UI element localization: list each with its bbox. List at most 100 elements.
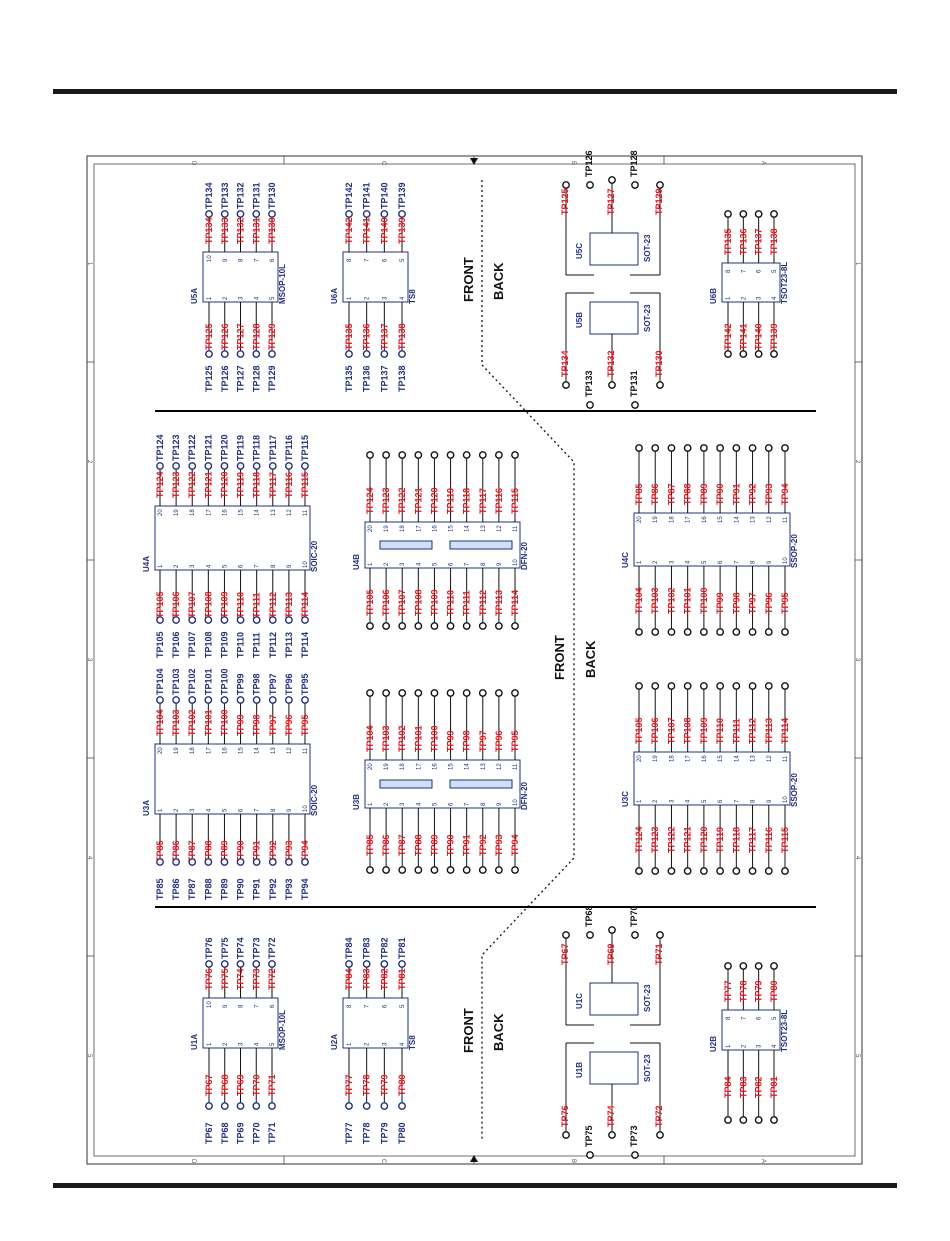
net-label-black: TP133 <box>584 370 594 397</box>
pin-number: 14 <box>734 516 740 523</box>
pin-number: 15 <box>449 525 455 532</box>
pin-number: 8 <box>239 258 245 262</box>
net-label-blue: TP119 <box>236 435 246 461</box>
net-label-blue: TP83 <box>362 937 372 959</box>
pin-number: 4 <box>416 802 422 806</box>
net-label-red: TP73 <box>251 968 261 990</box>
test-point <box>635 628 643 636</box>
test-point <box>398 689 407 697</box>
chip-package: TSOT23-8L <box>780 1010 789 1052</box>
test-point-blue <box>252 696 261 704</box>
pin-number: 1 <box>207 296 213 300</box>
net-label-red: TP86 <box>650 483 660 505</box>
test-point-blue <box>205 1102 213 1110</box>
chip-package: SSOP-20 <box>790 773 799 807</box>
net-label-red: TP90 <box>236 840 246 862</box>
pin-number: 10 <box>207 255 213 262</box>
net-label-red: TP122 <box>187 471 197 498</box>
pin-number: 20 <box>637 516 643 523</box>
pin-number: 19 <box>384 525 390 532</box>
pin-number: 6 <box>239 564 245 568</box>
border-marker: 1 <box>86 262 92 266</box>
pin-number: 6 <box>449 562 455 566</box>
net-label-red: TP114 <box>300 592 310 618</box>
net-label-red: TP125 <box>560 188 570 215</box>
net-label-red: TP112 <box>748 718 758 744</box>
net-label-red: TP85 <box>365 834 375 856</box>
chip-ref: U1B <box>575 1062 584 1078</box>
net-label-red: TP119 <box>446 488 456 514</box>
pin-number: 5 <box>772 1016 778 1020</box>
chip-body <box>154 743 311 815</box>
chip-ref: U2B <box>709 1036 718 1052</box>
test-point-blue <box>172 696 181 704</box>
front-label: FRONT <box>461 257 476 302</box>
test-point-blue <box>156 462 164 470</box>
test-point <box>651 867 660 875</box>
net-label-red: TP93 <box>284 840 294 862</box>
test-point-blue <box>284 696 293 704</box>
net-label-red: TP77 <box>344 1074 354 1096</box>
border-marker: 4 <box>86 856 92 860</box>
chip-package: MSOP-10L <box>278 1010 287 1050</box>
chip-package: TSOT23-8L <box>780 262 789 304</box>
test-point-blue <box>188 462 197 470</box>
net-label-blue: TP118 <box>252 435 262 461</box>
border-marker: 1 <box>854 262 860 266</box>
net-label-blue: TP132 <box>236 182 246 209</box>
net-label-red: TP134 <box>560 350 570 377</box>
test-point <box>382 689 391 697</box>
pin-number: 2 <box>653 560 659 564</box>
test-point <box>754 350 763 358</box>
pin-number: 6 <box>718 799 724 803</box>
net-label-red: TP105 <box>634 717 644 744</box>
pin-number: 3 <box>757 296 763 300</box>
test-point <box>511 866 519 874</box>
pin-number: 18 <box>669 755 675 762</box>
pin-number: 6 <box>382 258 388 262</box>
net-label-red: TP124 <box>634 826 644 853</box>
test-point <box>754 210 763 218</box>
net-label-blue: TP81 <box>397 937 407 959</box>
test-point <box>635 682 643 690</box>
pin-number: 9 <box>287 564 293 568</box>
test-point <box>446 689 455 697</box>
net-label-red: TP76 <box>560 1105 570 1127</box>
net-label-blue: TP71 <box>267 1122 277 1144</box>
net-label-red: TP107 <box>187 591 197 618</box>
pin-number: 20 <box>158 509 164 516</box>
net-label-red: TP82 <box>379 968 389 990</box>
pin-number: 17 <box>206 509 212 516</box>
net-label-red: TP139 <box>397 217 407 244</box>
pin-number: 9 <box>497 802 503 806</box>
chip-ref: U5A <box>190 288 199 304</box>
net-label-red: TP109 <box>699 717 709 744</box>
test-point-blue <box>301 858 309 866</box>
net-label-red: TP89 <box>699 483 709 505</box>
net-label-blue: TP135 <box>344 365 354 392</box>
chip-body <box>202 251 279 303</box>
net-label-red: TP133 <box>220 217 230 244</box>
net-label-red: TP82 <box>754 1076 764 1098</box>
test-point-blue <box>345 350 353 358</box>
test-point-blue <box>204 616 213 624</box>
pin-number: 4 <box>206 808 212 812</box>
pin-number: 6 <box>757 1016 763 1020</box>
test-point <box>683 628 692 636</box>
test-point <box>683 444 692 452</box>
pin-number: 5 <box>222 564 228 568</box>
net-label-blue: TP124 <box>155 434 165 461</box>
back-label: BACK <box>491 262 506 300</box>
chip-package: DFN-20 <box>520 541 529 570</box>
border-marker: A <box>760 1159 766 1163</box>
net-label-blue: TP129 <box>267 365 277 392</box>
test-point-blue <box>172 462 181 470</box>
pin-number: 2 <box>384 562 390 566</box>
net-label-red: TP123 <box>171 471 181 498</box>
net-label-red: TP116 <box>494 488 504 514</box>
chip-body <box>154 505 311 571</box>
net-label-blue: TP122 <box>187 434 197 461</box>
exposed-pad <box>449 540 513 550</box>
net-label-red: TP137 <box>754 228 764 255</box>
test-point <box>608 381 616 389</box>
